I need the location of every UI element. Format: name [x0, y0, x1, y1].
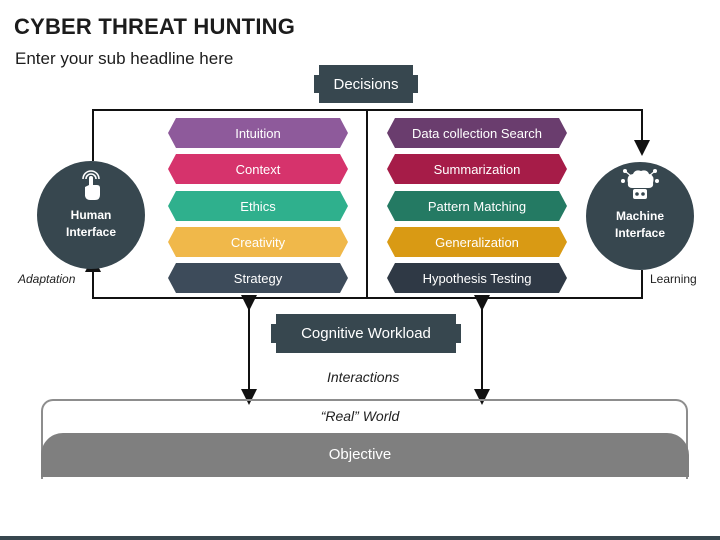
human-item-intuition: Intuition: [168, 118, 348, 148]
human-item-strategy: Strategy: [168, 263, 348, 293]
machine-item-hypothesis-testing: Hypothesis Testing: [387, 263, 567, 293]
adaptation-label: Adaptation: [18, 272, 76, 286]
human-label-line2: Interface: [65, 225, 117, 239]
learning-label: Learning: [650, 272, 697, 286]
real-world-label: “Real” World: [320, 408, 400, 424]
human-label-line1: Human: [70, 208, 112, 222]
machine-label-line1: Machine: [615, 209, 664, 223]
human-item-creativity: Creativity: [168, 227, 348, 257]
decisions-box: Decisions: [314, 65, 418, 103]
human-interface-circle: Human Interface: [37, 161, 145, 269]
touch-hand-icon: [82, 170, 100, 200]
objective-bar: [41, 433, 689, 477]
interactions-label: Interactions: [327, 369, 400, 385]
objective-label: Objective: [328, 446, 392, 463]
cognitive-workload-box: Cognitive Workload: [271, 314, 461, 353]
machine-item-summarization: Summarization: [387, 154, 567, 184]
machine-item-pattern-matching: Pattern Matching: [387, 191, 567, 221]
human-item-context: Context: [168, 154, 348, 184]
bottom-strip: [0, 536, 720, 540]
page-title: CYBER THREAT HUNTING: [14, 14, 296, 39]
page-subtitle: Enter your sub headline here: [15, 49, 234, 68]
machine-item-data-collection-search: Data collection Search: [387, 118, 567, 148]
machine-interface-circle: Machine Interface: [586, 162, 694, 270]
robot-brain-icon: [621, 169, 659, 199]
machine-item-generalization: Generalization: [387, 227, 567, 257]
real-world-frame: [41, 399, 688, 479]
machine-label-line2: Interface: [614, 226, 666, 240]
human-item-ethics: Ethics: [168, 191, 348, 221]
